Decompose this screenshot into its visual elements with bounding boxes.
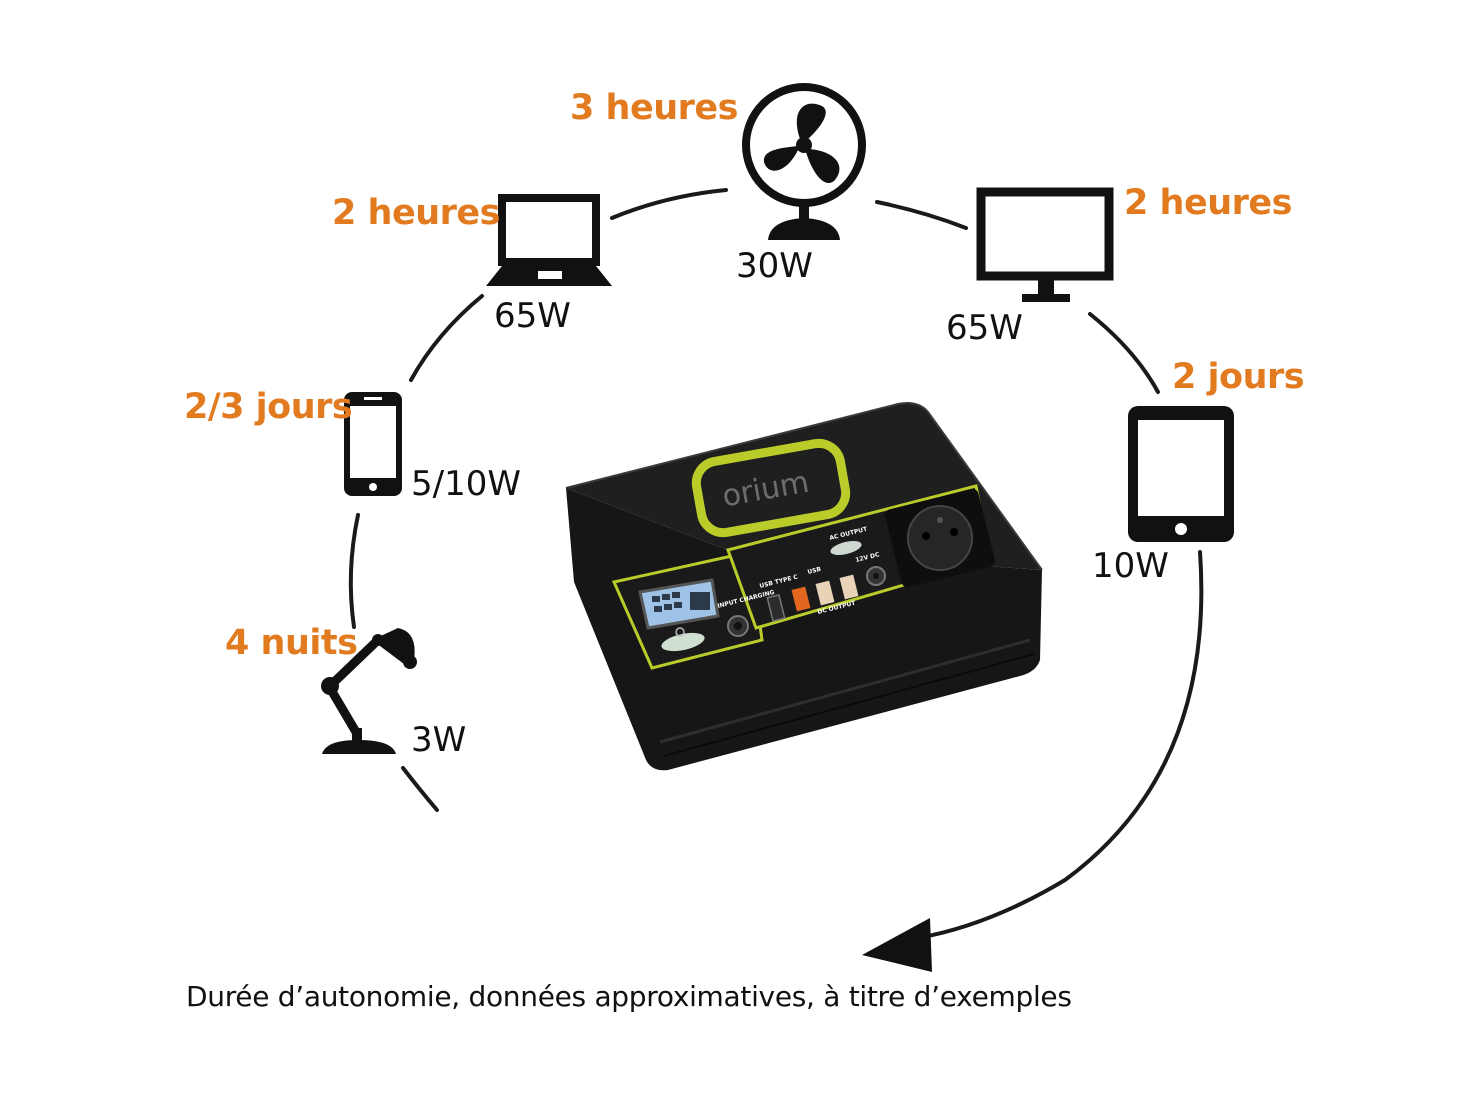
arrow-head-icon	[862, 918, 932, 972]
desk-lamp-icon	[321, 628, 417, 754]
arc-tablet-arrow	[916, 550, 1204, 940]
laptop-duration: 2 heures	[332, 193, 500, 233]
phone-power: 5/10W	[411, 464, 521, 504]
power-station-image	[565, 402, 1043, 771]
arc-monitor-tablet	[1088, 312, 1160, 394]
monitor-power: 65W	[946, 308, 1023, 348]
arc-lamp-bottom	[401, 766, 439, 812]
tablet-power: 10W	[1092, 546, 1169, 586]
lamp-power: 3W	[411, 720, 467, 760]
tablet-duration: 2 jours	[1172, 357, 1305, 397]
monitor-duration: 2 heures	[1124, 183, 1292, 223]
lamp-duration: 4 nuits	[225, 623, 358, 663]
phone-duration: 2/3 jours	[184, 387, 353, 427]
arc-laptop-phone	[409, 294, 484, 382]
fan-duration: 3 heures	[570, 88, 738, 128]
laptop-icon	[486, 194, 612, 286]
laptop-power: 65W	[494, 296, 571, 336]
fan-power: 30W	[736, 246, 813, 286]
fan-icon	[742, 83, 866, 240]
tablet-icon	[1128, 406, 1234, 542]
caption: Durée d’autonomie, données approximative…	[186, 980, 1072, 1013]
smartphone-icon	[344, 392, 402, 496]
arc-laptop-fan	[610, 188, 728, 220]
connector-arcs	[348, 188, 1204, 940]
usb-label: USB	[807, 566, 822, 576]
monitor-icon	[976, 187, 1114, 302]
arc-phone-lamp	[348, 513, 360, 629]
arc-fan-monitor	[875, 200, 968, 230]
